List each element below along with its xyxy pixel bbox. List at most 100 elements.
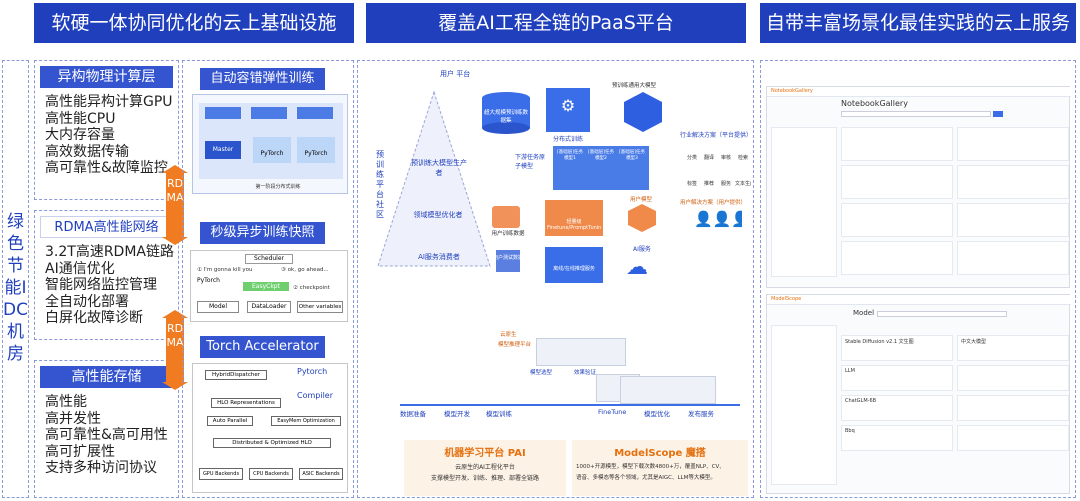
hlo-box: HLO Representations <box>211 398 281 408</box>
hetero-panel: 异构物理计算层 高性能异构计算GPU 高性能CPU 大内存容量 高效数据传输 高… <box>34 60 179 200</box>
user-model-label: 用户模型 <box>630 197 653 203</box>
gallery-card[interactable] <box>957 165 1069 199</box>
user-test-icon <box>496 250 520 272</box>
ckpt-diagram: Scheduler ① I'm gonna kill you ③ ok, go … <box>190 250 348 322</box>
recommend-icon: 推荐 <box>703 181 714 187</box>
storage-line: 高可靠性&高可用性 <box>45 427 168 443</box>
model-card[interactable]: Bbq <box>841 425 953 451</box>
diagram-cell <box>205 107 241 119</box>
industry-solution-label: 行业解决方案（平台提供） <box>680 132 752 139</box>
model-card[interactable] <box>957 425 1069 451</box>
gallery-card[interactable] <box>841 165 953 199</box>
flow-top-label: 云原生 <box>500 332 517 338</box>
auto-parallel-box: Auto Parallel <box>207 416 253 426</box>
model-card[interactable]: LLM <box>841 365 953 391</box>
modelscope-card: ModelScope 魔搭 1000+开源模型，模型下载次数4800+万，覆盖N… <box>572 440 748 496</box>
storage-title: 高性能存储 <box>40 366 173 388</box>
storage-line: 高性能 <box>45 394 87 410</box>
model-card-title: ChatGLM-6B <box>845 398 877 404</box>
torch-diagram: Pytorch HybridDispatcher Compiler HLO Re… <box>192 363 348 493</box>
inference-label: 离线/在线推理服务 <box>553 266 595 272</box>
checkpoint-label: ② checkpoint <box>293 285 330 291</box>
task-models-box: [基础层]任务模型1 [基础层]任务模型2 [基础层]任务模型3 <box>553 146 649 190</box>
flow-step: 模型优化 <box>644 410 670 418</box>
modelscope-line: 1000+开源模型，模型下载次数4800+万，覆盖NLP、CV、 <box>576 464 725 470</box>
flow-line <box>400 404 740 406</box>
model-box: Model <box>197 301 239 313</box>
gallery-card[interactable] <box>841 127 953 161</box>
user-model-icon <box>628 204 656 232</box>
center-panel <box>182 60 354 498</box>
hetero-title: 异构物理计算层 <box>40 66 173 88</box>
green-idc-panel: 绿色节能IDC机房 <box>2 60 29 498</box>
master-node: Master <box>205 141 241 159</box>
gallery-card[interactable] <box>841 203 953 237</box>
model-card-title: Stable Diffusion v2.1 文生图 <box>845 339 914 345</box>
rdma-panel: RDMA高性能网络 3.2T高速RDMA链路 AI通信优化 智能网络监控管理 全… <box>34 210 179 340</box>
hetero-line: 高效数据传输 <box>45 143 129 160</box>
arrow-down-icon <box>162 237 188 245</box>
flow-step: 模型开发 <box>444 410 470 418</box>
ckpt-title: 秒级异步训练快照 <box>200 222 325 244</box>
storage-panel: 高性能存储 高性能 高并发性 高可靠性&高可用性 高可扩展性 支持多种访问协议 <box>34 360 179 498</box>
gallery-card[interactable] <box>957 241 1069 275</box>
scheduler-box: Scheduler <box>245 254 293 264</box>
header-paas: 覆盖AI工程全链的PaaS平台 <box>366 3 746 43</box>
ai-service-label: AI服务 <box>633 246 651 253</box>
pai-line: 云原生的AI工程化平台 <box>455 464 515 471</box>
model-card[interactable] <box>957 395 1069 421</box>
screenshot-thumb <box>620 376 716 404</box>
user-solution-label: 用户解决方案（用户提供） <box>680 200 747 206</box>
modelscope-search-input[interactable] <box>877 311 1007 317</box>
finetune-box: 轻量级Finetune/PromptTuning <box>545 200 603 236</box>
gonna-kill-label: ① I'm gonna kill you <box>197 267 253 273</box>
header-cloud-services: 自带丰富场景化最佳实践的云上服务 <box>760 3 1076 43</box>
modelscope-line: 语音、多模态等各个领域，尤其是AIGC、LLM等大模型。 <box>576 475 716 481</box>
gallery-card[interactable] <box>957 203 1069 237</box>
model-card[interactable]: 中文大模型 <box>957 335 1069 361</box>
rdma-label: RDMA <box>166 177 184 204</box>
model-card-title: LLM <box>845 368 855 374</box>
pai-title: 机器学习平台 PAI <box>444 448 526 458</box>
arrow-up-icon <box>162 165 188 173</box>
user-data-icon <box>492 206 520 228</box>
gallery-card[interactable] <box>957 127 1069 161</box>
database-icon <box>482 92 530 134</box>
workflow-strip: 云原生 模型选型 效果验证 模型推理平台 数据准备 模型开发 模型训练 Fine… <box>400 330 740 438</box>
flow-sub-label: 模型推理平台 <box>498 342 532 348</box>
user-platform-label: 用户 平台 <box>440 70 471 78</box>
search-icon: 检索 <box>737 155 748 161</box>
easymem-box: EasyMem Optimization <box>271 416 341 426</box>
cloud-service-icon: ☁ <box>626 255 648 280</box>
gallery-sidebar <box>771 127 837 277</box>
model-card[interactable]: ChatGLM-6B <box>841 395 953 421</box>
tag-icon: 标签 <box>686 181 697 187</box>
translate-icon: 翻译 <box>703 155 714 161</box>
gallery-brand: NotebookGallery <box>771 88 813 94</box>
flow-top-label: 效果验证 <box>574 370 597 376</box>
gallery-search-input[interactable] <box>841 111 991 117</box>
rdma-label: RDMA <box>166 322 184 349</box>
pytorch-layer-label: Pytorch <box>297 367 328 376</box>
gallery-search-button[interactable] <box>993 111 1003 117</box>
task-model: [基础层]任务模型3 <box>618 150 645 161</box>
storage-line: 支持多种访问协议 <box>45 460 157 476</box>
model-card[interactable] <box>957 365 1069 391</box>
model-card-title: 中文大模型 <box>961 339 987 345</box>
elastic-title: 自动容错弹性训练 <box>200 68 325 90</box>
rdma-title: RDMA高性能网络 <box>40 216 173 238</box>
arrow-up-icon <box>162 310 188 318</box>
modelscope-search-label: Model <box>853 309 875 317</box>
rdma-line: 全自动化部署 <box>45 293 129 310</box>
diagram-cell <box>251 107 287 119</box>
distributed-label: 分布式训练 <box>552 136 583 143</box>
pytorch-node: PyTorch <box>253 137 291 163</box>
gallery-card[interactable] <box>841 241 953 275</box>
modelscope-brand: ModelScope <box>771 296 802 302</box>
diagram-caption: 第一阶段分布式训练 <box>255 184 301 190</box>
flow-step: 发布服务 <box>688 410 714 418</box>
service-icon: 服务 <box>720 181 731 187</box>
model-card[interactable]: Stable Diffusion v2.1 文生图 <box>841 335 953 361</box>
gallery-topbar: NotebookGallery <box>767 87 1071 97</box>
easyckpt-box: EasyCkpt <box>243 282 289 291</box>
